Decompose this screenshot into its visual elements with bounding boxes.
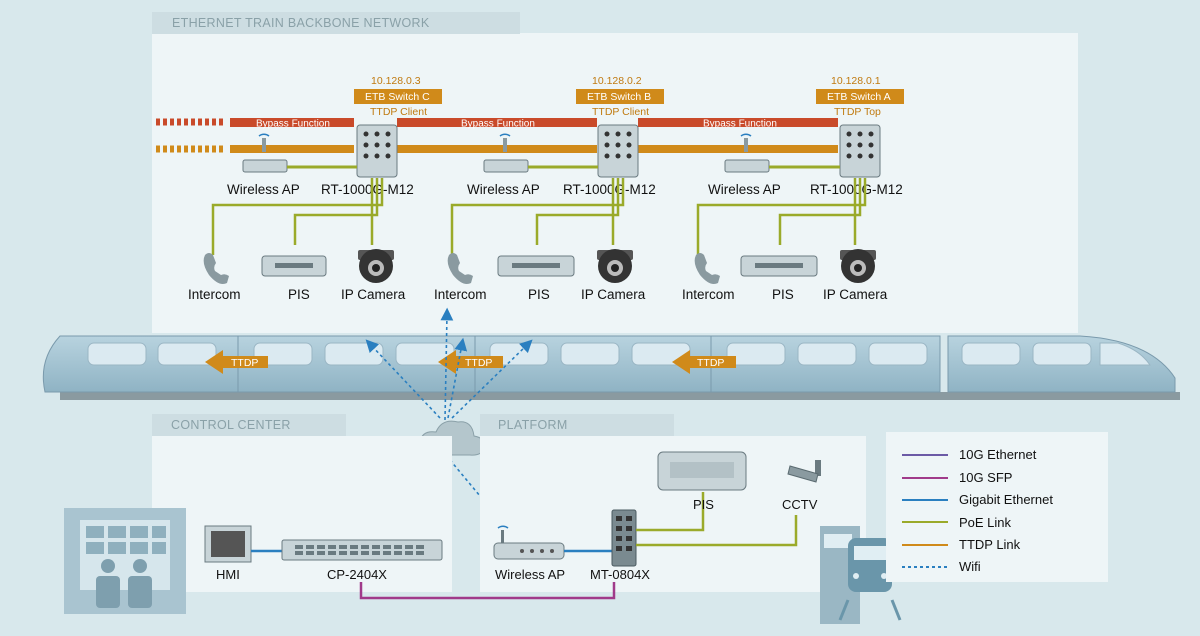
switch-model-a: RT-1000G-M12	[810, 182, 903, 197]
ip-label-a: 10.128.0.1	[831, 75, 881, 87]
backbone-header	[152, 12, 520, 34]
platform-ap-label: Wireless AP	[495, 567, 565, 582]
intercom-icon[interactable]	[447, 253, 473, 284]
operator-illustration	[64, 508, 186, 614]
platform-switch-label: MT-0804X	[590, 567, 650, 582]
switch-role-b: TTDP Client	[592, 106, 649, 118]
switch-name-c: ETB Switch C	[365, 91, 430, 103]
platform-pis-label: PIS	[693, 497, 714, 512]
pis-display-icon[interactable]	[497, 255, 575, 277]
camera-label-b: IP Camera	[581, 287, 646, 302]
pis-display-icon[interactable]	[740, 255, 818, 277]
legend-label: 10G SFP	[959, 470, 1012, 485]
switch-name-b: ETB Switch B	[587, 91, 651, 103]
intercom-label-c: Intercom	[188, 287, 241, 302]
legend-label: Gigabit Ethernet	[959, 492, 1053, 507]
bypass-label-c: Bypass Function	[256, 119, 330, 130]
legend-item: 10G Ethernet	[902, 447, 1037, 462]
ttdp-label-c: TTDP	[231, 357, 258, 369]
legend-item: Wifi	[902, 559, 981, 574]
ttdp-label-a: TTDP	[697, 357, 724, 369]
platform-title: PLATFORM	[498, 418, 568, 432]
legend-label: Wifi	[959, 559, 981, 574]
switch-model-c: RT-1000G-M12	[321, 182, 414, 197]
ap-label-b: Wireless AP	[467, 182, 540, 197]
switch-name-badge-b	[576, 89, 664, 104]
backbone-title: ETHERNET TRAIN BACKBONE NETWORK	[172, 16, 430, 30]
car-c-devices: 10.128.0.3 ETB Switch C TTDP Client Wire…	[188, 75, 442, 302]
intercom-label-b: Intercom	[434, 287, 487, 302]
ethernet-switch-icon[interactable]	[356, 124, 398, 178]
ethernet-switch-icon[interactable]	[597, 124, 639, 178]
control-center-header	[152, 414, 346, 436]
switch-name-a: ETB Switch A	[827, 91, 891, 103]
camera-label-a: IP Camera	[823, 287, 888, 302]
ip-label-c: 10.128.0.3	[371, 75, 421, 87]
train-illustration	[42, 335, 1180, 400]
hmi-label: HMI	[216, 567, 240, 582]
ttdp-label-b: TTDP	[465, 357, 492, 369]
switch-role-a: TTDP Top	[834, 106, 881, 118]
intercom-icon[interactable]	[694, 253, 720, 284]
bypass-label-a: Bypass Function	[703, 119, 777, 130]
legend-item: 10G SFP	[902, 470, 1012, 485]
pis-label-b: PIS	[528, 287, 550, 302]
pis-label-c: PIS	[288, 287, 310, 302]
legend-label: PoE Link	[959, 515, 1012, 530]
ip-label-b: 10.128.0.2	[592, 75, 642, 87]
intercom-label-a: Intercom	[682, 287, 735, 302]
ttdp-arrow-a: TTDP	[672, 350, 736, 374]
pis-display-icon[interactable]	[261, 255, 327, 277]
ap-label-a: Wireless AP	[708, 182, 781, 197]
ttdp-link-lines	[156, 145, 838, 153]
legend-panel	[886, 432, 1108, 582]
control-switch-label: CP-2404X	[327, 567, 387, 582]
ip-camera-icon[interactable]	[840, 249, 876, 283]
camera-label-c: IP Camera	[341, 287, 406, 302]
ttdp-arrow-c: TTDP	[205, 350, 268, 374]
pis-display-icon[interactable]	[657, 451, 747, 491]
bypass-label-b: Bypass Function	[461, 119, 535, 130]
bypass-lines	[156, 118, 838, 127]
ethernet-switch-icon[interactable]	[839, 124, 881, 178]
industrial-switch-icon[interactable]	[611, 509, 637, 567]
switch-name-badge-c	[354, 89, 442, 104]
ap-label-c: Wireless AP	[227, 182, 300, 197]
ip-camera-icon[interactable]	[597, 249, 633, 283]
control-center-panel	[152, 436, 452, 592]
ip-camera-icon[interactable]	[358, 249, 394, 283]
rackmount-switch-icon[interactable]	[281, 539, 443, 561]
sfp-link	[359, 582, 616, 600]
station-illustration	[820, 526, 902, 624]
hmi-monitor-icon[interactable]	[204, 525, 252, 563]
car-b-devices: 10.128.0.2 ETB Switch B TTDP Client Wire…	[434, 75, 664, 302]
ttdp-arrow-b: TTDP	[438, 350, 503, 374]
legend-item: PoE Link	[902, 515, 1012, 530]
pis-label-a: PIS	[772, 287, 794, 302]
platform-cctv-label: CCTV	[782, 497, 818, 512]
switch-model-b: RT-1000G-M12	[563, 182, 656, 197]
control-center-title: CONTROL CENTER	[171, 418, 291, 432]
legend-label: TTDP Link	[959, 537, 1021, 552]
switch-name-badge-a	[816, 89, 904, 104]
wifi-links	[365, 307, 533, 525]
legend-item: TTDP Link	[902, 537, 1021, 552]
car-a-devices: 10.128.0.1 ETB Switch A TTDP Top Wireles…	[682, 75, 904, 302]
legend-label: 10G Ethernet	[959, 447, 1037, 462]
legend-item: Gigabit Ethernet	[902, 492, 1053, 507]
switch-role-c: TTDP Client	[370, 106, 427, 118]
platform-header	[480, 414, 674, 436]
legend: 10G Ethernet 10G SFP Gigabit Ethernet Po…	[902, 447, 1053, 574]
intercom-icon[interactable]	[203, 253, 229, 284]
cctv-camera-icon[interactable]	[787, 460, 821, 483]
